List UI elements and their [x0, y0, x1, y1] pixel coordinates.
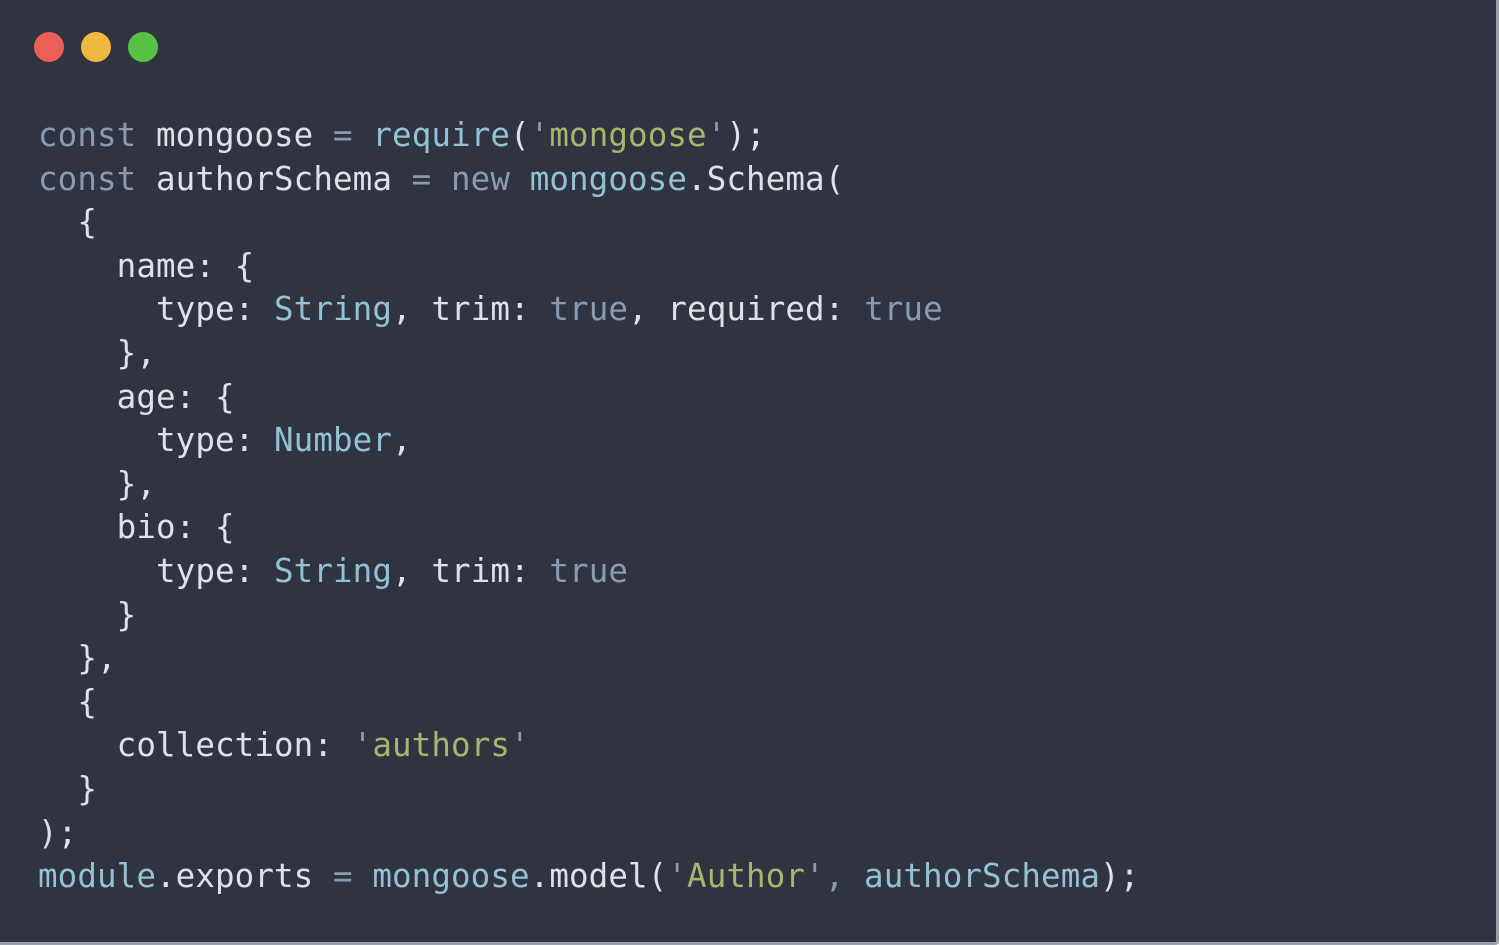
code-token: true: [549, 551, 629, 590]
code-token: type: [38, 290, 235, 329]
code-token: :: [510, 290, 550, 329]
code-token: .Schema(: [687, 159, 845, 198]
code-token: type: [38, 421, 235, 460]
code-token: require: [372, 116, 511, 154]
code-line: },: [38, 332, 1139, 376]
code-token: );: [38, 813, 78, 852]
code-token: },: [38, 464, 156, 503]
code-line: },: [38, 637, 1139, 681]
close-window-icon[interactable]: [34, 32, 64, 62]
code-token: required: [667, 290, 825, 329]
code-token: ': [667, 857, 688, 896]
code-token: =: [392, 159, 452, 198]
maximize-window-icon[interactable]: [128, 32, 158, 62]
code-line: name: {: [38, 245, 1139, 289]
code-token: mongoose: [549, 116, 707, 154]
code-line: const authorSchema = new mongoose.Schema…: [38, 158, 1139, 202]
code-token: :: [510, 551, 550, 590]
code-token: },: [38, 333, 156, 372]
code-token: trim: [431, 551, 511, 590]
code-token: String: [274, 290, 393, 329]
code-token: mongoose: [529, 159, 688, 198]
code-block: const mongoose = require('mongoose');con…: [38, 114, 1139, 899]
code-token: trim: [431, 290, 511, 329]
code-line: },: [38, 463, 1139, 507]
code-token: [136, 160, 156, 198]
code-token: :: [234, 551, 275, 590]
code-line: age: {: [38, 376, 1139, 420]
code-token: type: [38, 551, 235, 590]
code-token: age: [38, 377, 176, 416]
code-token: mongoose: [156, 116, 314, 154]
code-token: true: [864, 290, 943, 329]
code-token: ': [510, 726, 530, 765]
code-token: {: [38, 203, 97, 242]
code-line: module.exports = mongoose.model('Author'…: [38, 855, 1139, 899]
code-token: Author: [687, 857, 806, 896]
code-token: collection: [38, 726, 314, 765]
code-token: );: [726, 116, 766, 154]
code-line: type: Number,: [38, 419, 1139, 463]
code-token: :: [824, 290, 865, 329]
code-line: type: String, trim: true, required: true: [38, 288, 1139, 332]
code-token: (: [510, 116, 530, 154]
code-token: {: [38, 682, 97, 721]
code-token: }: [38, 769, 97, 808]
minimize-window-icon[interactable]: [81, 32, 111, 62]
code-token: [136, 116, 156, 154]
code-token: ,: [392, 290, 432, 329]
code-token: .exports: [156, 857, 314, 896]
code-line: );: [38, 812, 1139, 856]
code-token: ': [529, 116, 550, 154]
code-token: authorSchema: [864, 857, 1101, 896]
code-token: name: [38, 246, 196, 285]
code-token: ': [706, 116, 727, 154]
code-token: ': [352, 726, 373, 765]
code-token: :: [234, 290, 275, 329]
code-token: module: [38, 857, 156, 896]
code-token: authorSchema: [156, 159, 393, 198]
code-token: : {: [175, 377, 235, 416]
code-token: :: [234, 421, 275, 460]
code-token: authors: [372, 726, 511, 765]
code-line: collection: 'authors': [38, 724, 1139, 768]
code-line: }: [38, 768, 1139, 812]
code-token: Number: [274, 421, 393, 460]
code-token: true: [549, 290, 629, 329]
code-token: ,: [824, 857, 865, 896]
code-token: ,: [392, 421, 412, 460]
code-token: String: [274, 551, 393, 590]
code-token: [510, 160, 530, 198]
code-line: {: [38, 681, 1139, 725]
code-line: bio: {: [38, 506, 1139, 550]
code-token: ,: [628, 290, 668, 329]
code-token: const: [38, 159, 137, 198]
code-token: bio: [38, 508, 176, 547]
code-token: ': [805, 857, 825, 896]
code-token: mongoose: [372, 857, 530, 896]
code-token: =: [313, 857, 373, 896]
code-token: }: [38, 595, 137, 634]
code-line: const mongoose = require('mongoose');: [38, 114, 1139, 158]
code-line: {: [38, 201, 1139, 245]
code-token: ,: [392, 551, 432, 590]
code-token: : {: [195, 246, 255, 285]
code-token: : {: [175, 508, 235, 547]
code-token: .model(: [529, 857, 668, 896]
code-token: new: [451, 159, 511, 198]
code-token: },: [38, 639, 117, 678]
code-token: );: [1100, 857, 1140, 896]
code-token: =: [313, 116, 373, 154]
code-token: const: [38, 116, 137, 154]
code-token: :: [313, 726, 353, 765]
code-line: }: [38, 594, 1139, 638]
code-line: type: String, trim: true: [38, 550, 1139, 594]
